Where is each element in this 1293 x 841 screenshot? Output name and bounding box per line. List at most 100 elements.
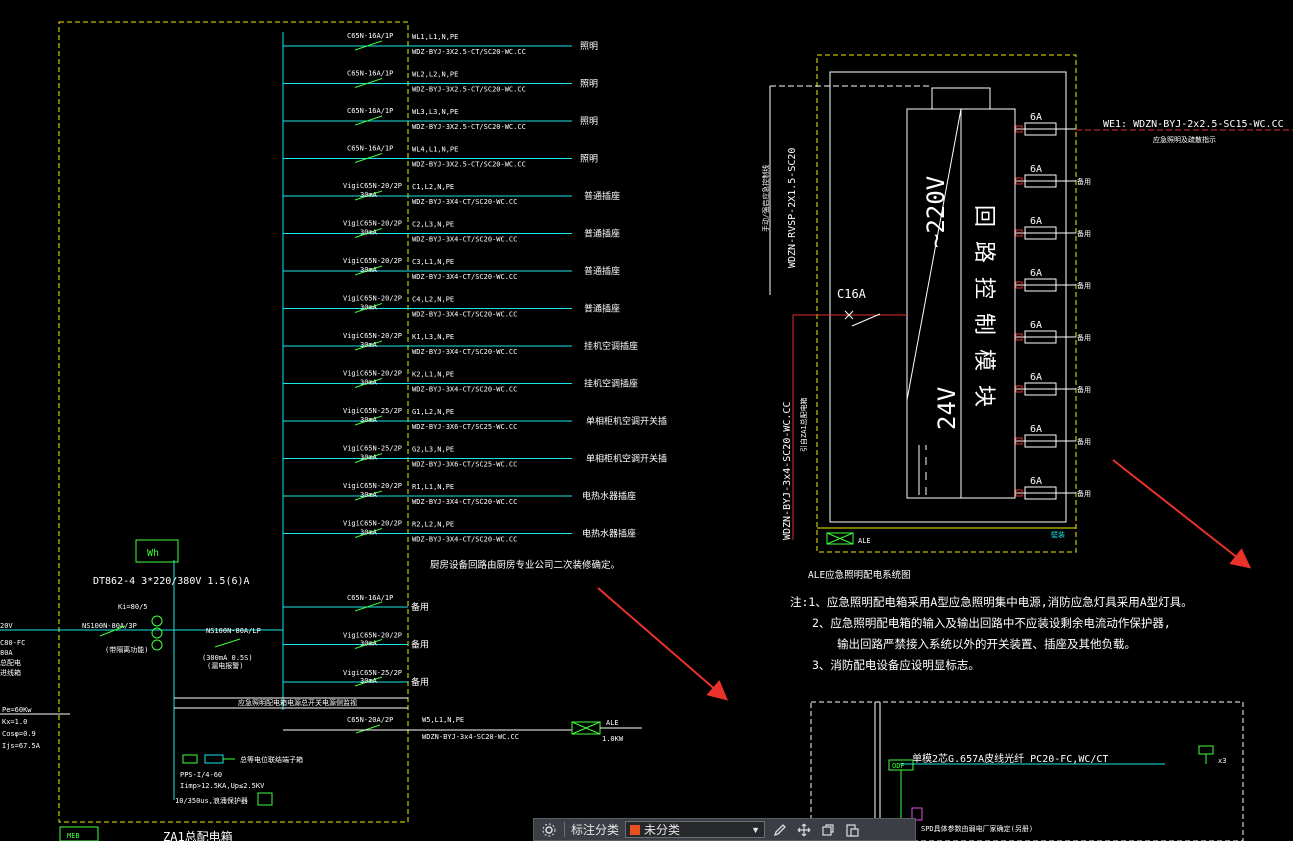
circuit-breaker-blade (354, 453, 383, 463)
circuit-breaker-model: VigiC65N-20/2P (343, 257, 402, 265)
main-breaker-model: NS100N-80A/3P (82, 622, 137, 630)
spd-line-1: Iimp>12.5KA,Up≤2.5KV (180, 782, 265, 790)
category-color-swatch (630, 824, 641, 835)
spare-breaker-model: VigiC65N-20/2P (343, 632, 402, 640)
circuit-desc: 普通插座 (584, 265, 620, 277)
c16a-breaker-icon (844, 310, 881, 327)
circuit-cable: WDZ-BYJ-3X4-CT/SC20-WC.CC (412, 536, 517, 544)
monitor-note: 应急照明配电箱电源总开关电源侧监视 (238, 698, 357, 707)
supply-cable-note: 引自ZA1总配电箱 (799, 397, 808, 452)
load-info-1: Kx=1.0 (2, 718, 27, 726)
ale-outer-frame (816, 54, 1077, 553)
circuit-phase: C2,L3,N,PE (412, 221, 454, 229)
circuit-breaker-blade (354, 528, 383, 538)
meb-label: MEB (67, 832, 80, 840)
circuit-breaker-blade (354, 78, 383, 88)
circuit-cable: WDZ-BYJ-3X2.5-CT/SC20-WC.CC (412, 86, 526, 94)
circuit-phase: K1,L3,N,PE (412, 333, 454, 341)
circuit-phase: C3,L1,N,PE (412, 258, 454, 266)
terminal-count: x3 (1218, 757, 1226, 765)
fuse-indicator (1015, 281, 1023, 289)
circuit-cable: WDZ-BYJ-3X4-CT/SC20-WC.CC (412, 273, 517, 281)
spare-desc: 备用 (411, 639, 429, 651)
edit-icon[interactable] (771, 822, 789, 838)
spare-rcd: 30mA (360, 640, 378, 648)
supply-line-0: 20V (0, 622, 13, 630)
spare-breaker-blade (354, 601, 383, 612)
settings-icon[interactable] (540, 822, 558, 838)
paste-icon[interactable] (843, 822, 861, 838)
module-text: 回路控制模块 (971, 205, 996, 421)
fuse-box (1024, 486, 1057, 500)
circuit-cable: WDZ-BYJ-3X2.5-CT/SC20-WC.CC (412, 123, 526, 131)
circuit-breaker-blade (354, 115, 383, 126)
fuse-indicator (1015, 489, 1023, 497)
dc-symbol-icon (918, 445, 927, 495)
fuse-label: 6A (1030, 268, 1042, 279)
circuit-phase: WL3,L3,N,PE (412, 108, 458, 116)
ale-spare-label: 备用 (1077, 229, 1091, 238)
fuse-indicator (1015, 125, 1023, 133)
spare-breaker-model: C65N-16A/1P (347, 594, 393, 602)
circuit-phase: WL2,L2,N,PE (412, 71, 458, 79)
circuit-phase: K2,L1,N,PE (412, 371, 454, 379)
za1-dashed-frame (58, 21, 409, 823)
za1-panel: C65N-16A/1P WL1,L1,N,PE WDZ-BYJ-3X2.5-CT/S… (0, 21, 667, 841)
fuse-label: 6A (1030, 216, 1042, 227)
za1-title: ZA1总配电箱 (163, 829, 233, 841)
fiber-cable-label: 单模2芯G.657A皮线光纤 PC20-FC,WC/CT (912, 752, 1108, 765)
second-breaker-note2: (漏电报警) (207, 661, 243, 670)
fuse-label: 6A (1030, 476, 1042, 487)
fuse-label: 6A (1030, 112, 1042, 123)
spare-breaker-blade (354, 639, 383, 649)
circuit-phase: WL1,L1,N,PE (412, 33, 458, 41)
circuit-breaker-blade (354, 490, 383, 501)
circuit-row: VigiC65N-25/2P30mAG2,L3,N,PEWDZ-BYJ-3X6-… (283, 445, 667, 469)
circuit-desc: 照明 (580, 79, 598, 90)
circuit-breaker-model: C65N-16A/1P (347, 145, 393, 153)
circuit-row: VigiC65N-25/2P30mAG1,L2,N,PEWDZ-BYJ-3X6-… (283, 407, 667, 431)
circuit-phase: C4,L2,N,PE (412, 296, 454, 304)
circuit-breaker-blade (354, 228, 383, 238)
circuit-phase: G2,L3,N,PE (412, 446, 454, 454)
second-breaker-note1: (300mA 0.5S) (202, 654, 253, 662)
circuit-rcd: 30mA (360, 229, 378, 237)
ale-inner-frame (829, 71, 1067, 523)
circuit-desc: 照明 (580, 116, 598, 127)
ale-title: ALE应急照明配电系统图 (808, 569, 911, 581)
note-4: 3、消防配电设备应设明显标志。 (812, 658, 980, 672)
circuit-cable: WDZ-BYJ-3X4-CT/SC20-WC.CC (412, 198, 517, 206)
ale-spare-label: 备用 (1077, 177, 1091, 186)
feed-cable-text: WDZN-RVSP-2X1.5-SC20 (787, 148, 798, 268)
circuit-rcd: 30mA (360, 416, 378, 424)
fuse-box (1024, 226, 1057, 240)
copy-icon[interactable] (819, 822, 837, 838)
circuit-phase: G1,L2,N,PE (412, 408, 454, 416)
ale-tag-box (826, 532, 854, 545)
category-select[interactable]: 未分类 ▼ (625, 821, 766, 838)
supply-cable-text: WDZN-BYJ-3x4-SC20-WC.CC (782, 402, 793, 540)
supply-line-3: 总配电 (0, 658, 21, 667)
weak-current-panel: 单模2芯G.657A皮线光纤 PC20-FC,WC/CT ODF SPD具体参数… (810, 701, 1244, 841)
emergency-target: ALE (606, 719, 619, 727)
second-breaker-model: NS100N-80A/LP (206, 627, 261, 635)
circuit-row: VigiC65N-20/2P30mAC2,L3,N,PEWDZ-BYJ-3X4-… (283, 220, 620, 244)
supply-red-line (792, 314, 907, 540)
circuit-desc: 普通插座 (584, 228, 620, 240)
odf-label: ODF (892, 762, 905, 770)
fuse-indicator (1015, 333, 1023, 341)
circuit-breaker-model: VigiC65N-20/2P (343, 520, 402, 528)
circuit-row: VigiC65N-20/2P30mAC4,L2,N,PEWDZ-BYJ-3X4-… (283, 295, 620, 319)
circuit-desc: 挂机空调插座 (584, 378, 638, 390)
circuit-breaker-blade (354, 415, 383, 426)
dc-voltage: 24V (933, 387, 961, 430)
move-icon[interactable] (795, 822, 813, 838)
fuse-label: 6A (1030, 372, 1042, 383)
fuse-label: 6A (1030, 164, 1042, 175)
